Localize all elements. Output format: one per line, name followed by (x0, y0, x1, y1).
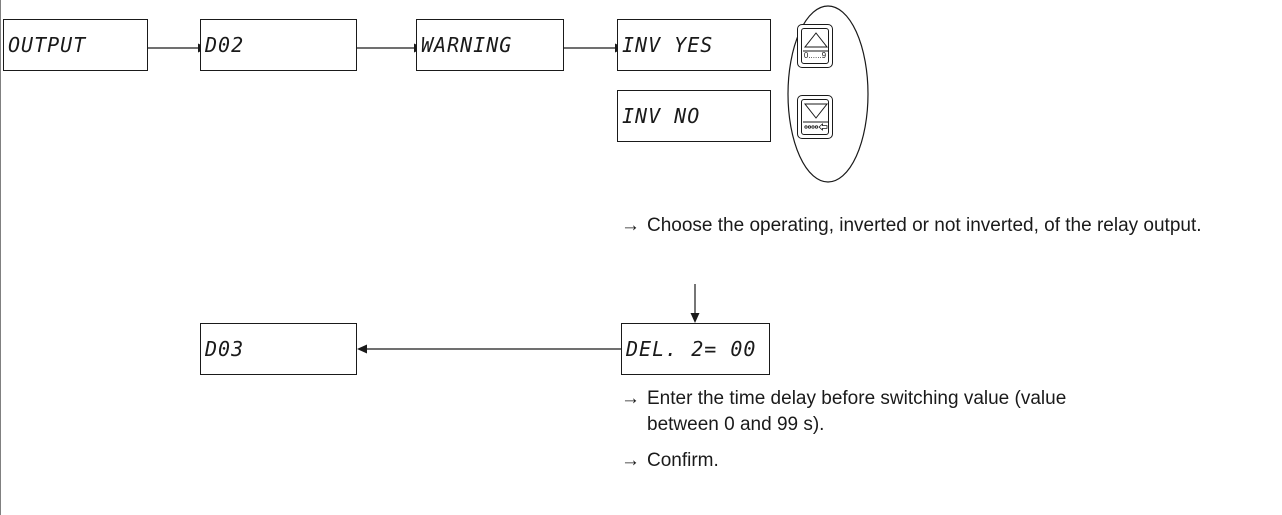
display-warning-text: WARNING (421, 33, 513, 57)
display-inv-yes: INV YES (617, 19, 771, 71)
arrowhead-d03 (357, 344, 367, 354)
page-left-border (0, 0, 1, 515)
triangle-down-icon (803, 103, 829, 123)
display-output-text: OUTPUT (8, 33, 87, 57)
note-enter-delay: → Enter the time delay before switching … (621, 386, 1081, 438)
note-choose-operating: → Choose the operating, inverted or not … (621, 213, 1276, 239)
display-warning: WARNING (416, 19, 564, 71)
display-output: OUTPUT (3, 19, 148, 71)
note-confirm: → Confirm. (621, 448, 921, 474)
arrow-bullet-icon: → (621, 215, 640, 236)
note-confirm-text: Confirm. (647, 450, 719, 471)
up-key-label: 0......9 (803, 51, 827, 60)
display-d03: D03 (200, 323, 357, 375)
display-inv-yes-text: INV YES (622, 33, 714, 57)
display-inv-no-text: INV NO (622, 104, 701, 128)
display-inv-no: INV NO (617, 90, 771, 142)
triangle-up-icon (803, 32, 829, 52)
display-d03-text: D03 (205, 337, 245, 361)
display-delay-text: DEL. 2= 00 (626, 337, 757, 361)
up-key[interactable]: 0......9 (797, 24, 833, 68)
arrowhead-delay (690, 313, 700, 323)
arrow-bullet-icon: → (621, 388, 640, 409)
display-d02-text: D02 (205, 33, 245, 57)
down-key-face (801, 99, 829, 135)
note-enter-delay-text: Enter the time delay before switching va… (647, 388, 1067, 435)
arrow-bullet-icon: → (621, 450, 640, 471)
key-selection-loop (787, 5, 869, 183)
note-choose-operating-text: Choose the operating, inverted or not in… (647, 215, 1202, 236)
up-key-face: 0......9 (801, 28, 829, 64)
dots-and-arrow-icon (804, 123, 828, 131)
display-d02: D02 (200, 19, 357, 71)
display-delay: DEL. 2= 00 (621, 323, 770, 375)
down-key[interactable] (797, 95, 833, 139)
